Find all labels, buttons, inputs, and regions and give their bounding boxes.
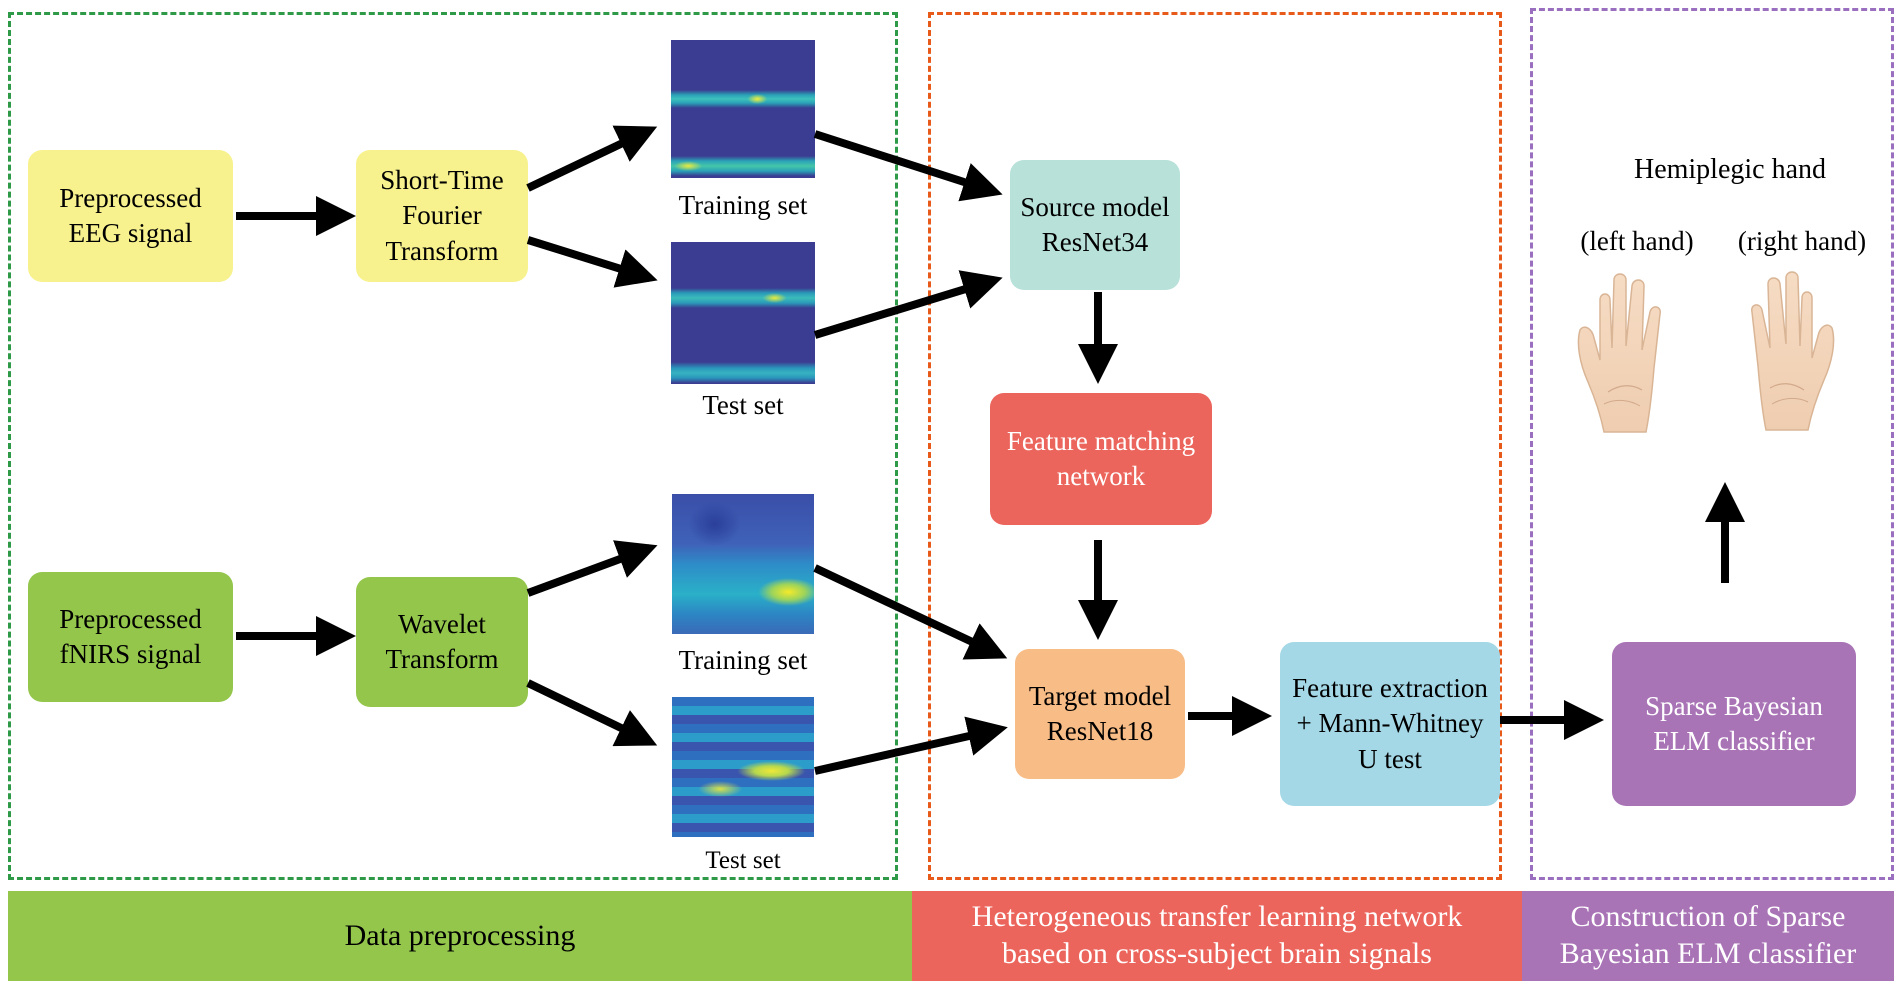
eeg-training-label: Training set bbox=[678, 190, 808, 220]
fnirs-training-image bbox=[672, 494, 814, 634]
banner-transfer-learning: Heterogeneous transfer learning network … bbox=[912, 891, 1522, 981]
right-hand-label: (right hand) bbox=[1737, 226, 1867, 256]
node-target-model: Target model ResNet18 bbox=[1015, 649, 1185, 779]
arrow-stft-to-eeg-test bbox=[526, 236, 658, 288]
node-sparse-bayesian-elm: Sparse Bayesian ELM classifier bbox=[1612, 642, 1856, 806]
arrow-eeg-test-to-source bbox=[813, 270, 1003, 339]
eeg-training-image bbox=[671, 40, 815, 178]
left-hand-label: (left hand) bbox=[1580, 226, 1694, 256]
fnirs-test-label: Test set bbox=[705, 847, 781, 874]
frame-transfer-learning bbox=[928, 12, 1502, 880]
fnirs-training-label: Training set bbox=[678, 645, 808, 675]
node-stft: Short-Time Fourier Transform bbox=[356, 150, 528, 282]
hemiplegic-hand-title: Hemiplegic hand bbox=[1633, 154, 1827, 185]
banner-data-preprocessing: Data preprocessing bbox=[8, 891, 912, 981]
frame-data-preprocessing bbox=[8, 12, 898, 880]
arrow-wavelet-to-fnirs-train bbox=[526, 540, 658, 597]
node-feature-matching: Feature matching network bbox=[990, 393, 1212, 525]
banner-classifier-construction: Construction of Sparse Bayesian ELM clas… bbox=[1522, 891, 1894, 981]
node-feature-extraction: Feature extraction + Mann-Whitney U test bbox=[1280, 642, 1500, 806]
arrow-fnirs-train-to-target bbox=[813, 564, 1008, 660]
hand-right-icon bbox=[1751, 271, 1835, 431]
frame-classifier bbox=[1530, 8, 1894, 880]
arrow-eeg-train-to-source bbox=[813, 130, 1003, 202]
node-preprocessed-eeg: Preprocessed EEG signal bbox=[28, 150, 233, 282]
arrow-fnirs-test-to-target bbox=[814, 716, 1008, 775]
node-wavelet: Wavelet Transform bbox=[356, 577, 528, 707]
node-preprocessed-fnirs: Preprocessed fNIRS signal bbox=[28, 572, 233, 702]
arrow-wavelet-to-fnirs-test bbox=[526, 679, 658, 747]
node-source-model: Source model ResNet34 bbox=[1010, 160, 1180, 290]
hand-left-icon bbox=[1577, 273, 1661, 433]
eeg-test-label: Test set bbox=[702, 390, 784, 420]
eeg-test-image bbox=[671, 242, 815, 384]
fnirs-test-image bbox=[672, 697, 814, 837]
arrow-stft-to-eeg-train bbox=[526, 125, 658, 192]
